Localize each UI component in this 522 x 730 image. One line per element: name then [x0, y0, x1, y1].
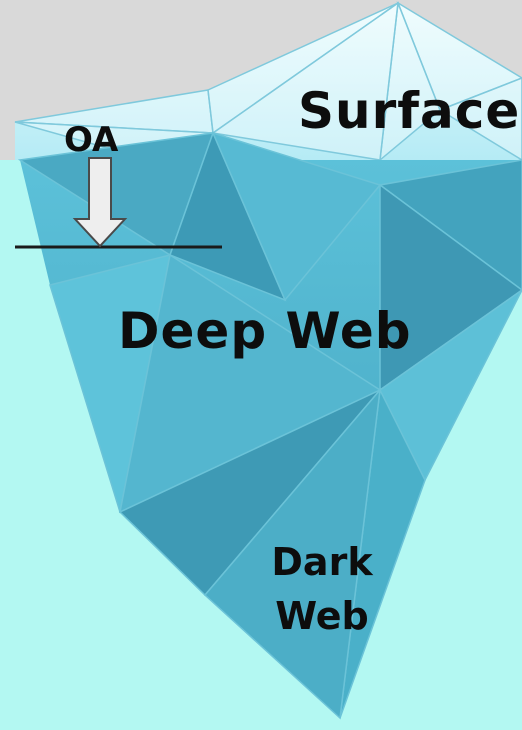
oa-label: OA: [64, 120, 119, 160]
iceberg-below-facets: [17, 130, 522, 720]
iceberg-above-facets: [14, 1, 522, 162]
dark-web-label: Dark Web: [271, 540, 373, 638]
iceberg-above-water: [15, 3, 522, 160]
down-arrow-icon: [72, 157, 128, 248]
surface-label: Surface: [298, 82, 521, 140]
deep-web-label: Deep Web: [118, 302, 412, 360]
